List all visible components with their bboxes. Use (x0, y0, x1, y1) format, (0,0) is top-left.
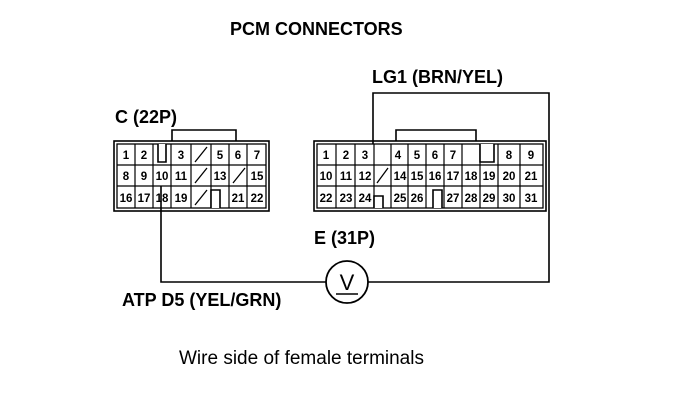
connector-e-pins: 1 2 3 4 5 6 7 8 9 10 11 12 14 15 16 17 1… (320, 150, 538, 205)
e-pin: 24 (359, 193, 372, 205)
e-pin: 2 (343, 150, 349, 162)
e-pin: 9 (528, 150, 534, 162)
e-pin: 16 (429, 171, 442, 183)
c-pin: 13 (214, 171, 227, 183)
e-pin: 1 (323, 150, 330, 162)
e-pin: 31 (525, 193, 538, 205)
e-pin: 17 (447, 171, 460, 183)
c-pin: 1 (123, 150, 130, 162)
wire-bottom-label: ATP D5 (YEL/GRN) (122, 290, 281, 310)
wire-lg1 (368, 92, 550, 283)
c-pin: 10 (156, 171, 169, 183)
e-pin: 23 (340, 193, 353, 205)
e-pin: 15 (411, 171, 424, 183)
wire-atp-d5 (160, 208, 326, 283)
caption: Wire side of female terminals (179, 348, 424, 369)
e-pin: 25 (394, 193, 407, 205)
connector-e-label: E (31P) (314, 228, 375, 248)
e-pin: 29 (483, 193, 496, 205)
voltmeter-symbol: V (340, 270, 355, 295)
c-pin: 6 (235, 150, 241, 162)
e-pin: 22 (320, 193, 333, 205)
c-pin: 22 (251, 193, 264, 205)
test-wiring (160, 92, 550, 283)
c-pin: 8 (123, 171, 130, 183)
diagram-title: PCM CONNECTORS (230, 19, 403, 39)
voltmeter: V (325, 260, 369, 304)
voltmeter-icon (325, 260, 369, 304)
c-pin: 3 (178, 150, 184, 162)
e-pin: 6 (432, 150, 438, 162)
c-pin: 19 (175, 193, 188, 205)
e-pin: 5 (414, 150, 421, 162)
c-pin: 15 (251, 171, 264, 183)
e-pin: 10 (320, 171, 333, 183)
c-pin: 7 (254, 150, 260, 162)
e-pin: 19 (483, 171, 496, 183)
e-pin: 20 (503, 171, 516, 183)
c-pin: 16 (120, 193, 133, 205)
e-pin: 12 (359, 171, 372, 183)
c-pin: 2 (141, 150, 147, 162)
connector-c-pins: 1 2 3 5 6 7 8 9 10 11 13 15 16 17 18 19 … (120, 150, 264, 205)
e-pin: 7 (450, 150, 456, 162)
e-pin: 4 (395, 150, 402, 162)
wire-top-label: LG1 (BRN/YEL) (372, 67, 503, 87)
e-pin: 30 (503, 193, 516, 205)
c-pin: 21 (232, 193, 245, 205)
e-pin: 14 (394, 171, 407, 183)
e-pin: 21 (525, 171, 538, 183)
e-pin: 11 (340, 171, 353, 183)
c-pin: 11 (175, 171, 188, 183)
connector-c-label: C (22P) (115, 107, 177, 127)
e-pin: 26 (411, 193, 424, 205)
connector-e (313, 129, 547, 212)
e-pin: 8 (506, 150, 513, 162)
c-pin: 17 (138, 193, 151, 205)
e-pin: 27 (447, 193, 460, 205)
c-pin: 9 (141, 171, 147, 183)
c-pin: 5 (217, 150, 224, 162)
e-pin: 3 (362, 150, 368, 162)
e-pin: 28 (465, 193, 478, 205)
c-pin: 18 (156, 193, 169, 205)
connector-c (113, 129, 270, 212)
e-pin: 18 (465, 171, 478, 183)
